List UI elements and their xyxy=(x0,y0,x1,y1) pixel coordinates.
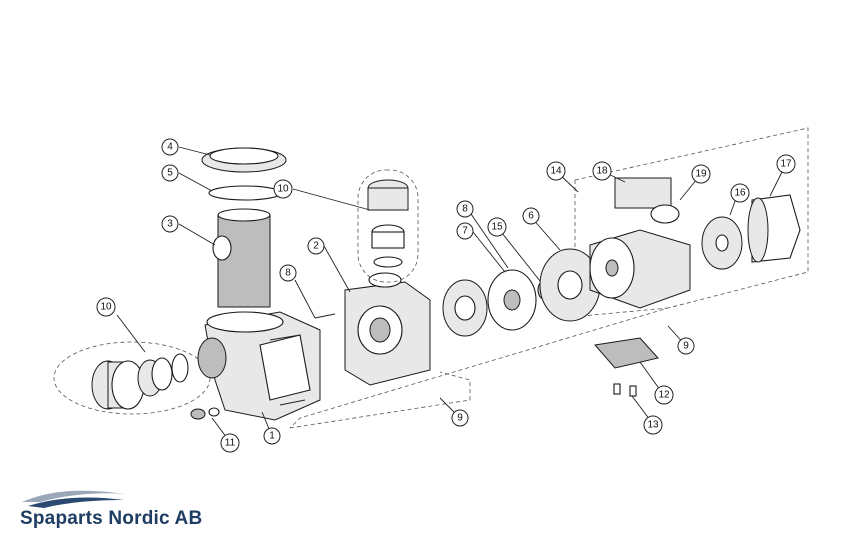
drain-plugs xyxy=(190,407,220,420)
pump-body xyxy=(344,272,431,386)
svg-text:6: 6 xyxy=(528,211,534,222)
svg-text:4: 4 xyxy=(167,142,173,153)
svg-text:15: 15 xyxy=(491,222,503,233)
callout-15: 13 xyxy=(643,415,663,435)
callout-7: 7 xyxy=(456,222,474,240)
callout-6: 6 xyxy=(522,207,540,225)
impeller xyxy=(487,269,537,331)
callout-19: 16 xyxy=(730,183,750,203)
callout-2: 2 xyxy=(307,237,325,255)
housing-bolts xyxy=(269,313,336,406)
svg-text:8: 8 xyxy=(462,204,468,215)
svg-text:18: 18 xyxy=(596,166,608,177)
callout-10-left: 10 xyxy=(96,297,116,317)
svg-text:12: 12 xyxy=(658,390,670,401)
pump-housing xyxy=(197,311,321,421)
motor-foot xyxy=(594,337,659,369)
callout-1: 1 xyxy=(263,427,281,445)
callout-10-top: 10 xyxy=(273,179,293,199)
svg-text:11: 11 xyxy=(225,438,236,449)
svg-text:10: 10 xyxy=(100,302,112,313)
callout-13: 15 xyxy=(487,217,507,237)
fan xyxy=(701,216,743,270)
callout-4: 4 xyxy=(161,138,179,156)
lid xyxy=(201,147,287,173)
svg-text:17: 17 xyxy=(780,159,792,170)
terminal-box xyxy=(614,177,672,209)
callout-12: 14 xyxy=(546,161,566,181)
brand-name: Spaparts Nordic AB xyxy=(20,508,203,529)
callout-11: 11 xyxy=(220,433,240,453)
svg-text:19: 19 xyxy=(695,169,707,180)
svg-text:16: 16 xyxy=(734,188,746,199)
svg-text:10: 10 xyxy=(277,184,289,195)
svg-text:2: 2 xyxy=(313,241,319,252)
motor xyxy=(589,229,691,309)
lid-o-ring xyxy=(208,185,282,201)
fan-cover xyxy=(747,194,801,263)
callout-18: 19 xyxy=(691,164,711,184)
union-assembly-left xyxy=(53,341,211,415)
svg-text:5: 5 xyxy=(167,168,173,179)
callout-16: 17 xyxy=(776,154,796,174)
callout-9-bottom: 9 xyxy=(451,409,469,427)
callout-5: 5 xyxy=(161,164,179,182)
svg-text:1: 1 xyxy=(269,431,275,442)
capacitor xyxy=(650,204,680,224)
svg-text:9: 9 xyxy=(457,413,463,424)
svg-text:3: 3 xyxy=(167,219,173,230)
svg-text:13: 13 xyxy=(647,420,659,431)
svg-text:9: 9 xyxy=(683,341,689,352)
diffuser xyxy=(442,279,488,337)
callout-8-left: 8 xyxy=(279,264,297,282)
brand-logo-waves xyxy=(22,490,126,508)
svg-text:8: 8 xyxy=(285,268,291,279)
callout-9-right: 9 xyxy=(677,337,695,355)
foot-screws xyxy=(613,383,637,397)
callout-8-right: 8 xyxy=(456,200,474,218)
callout-14: 12 xyxy=(654,385,674,405)
svg-text:14: 14 xyxy=(550,166,562,177)
svg-text:7: 7 xyxy=(462,226,468,237)
callout-3: 3 xyxy=(161,215,179,233)
callout-17: 18 xyxy=(592,161,612,181)
union-assembly-top xyxy=(357,169,419,283)
seal-plate xyxy=(539,248,601,322)
strainer-basket xyxy=(212,208,271,308)
